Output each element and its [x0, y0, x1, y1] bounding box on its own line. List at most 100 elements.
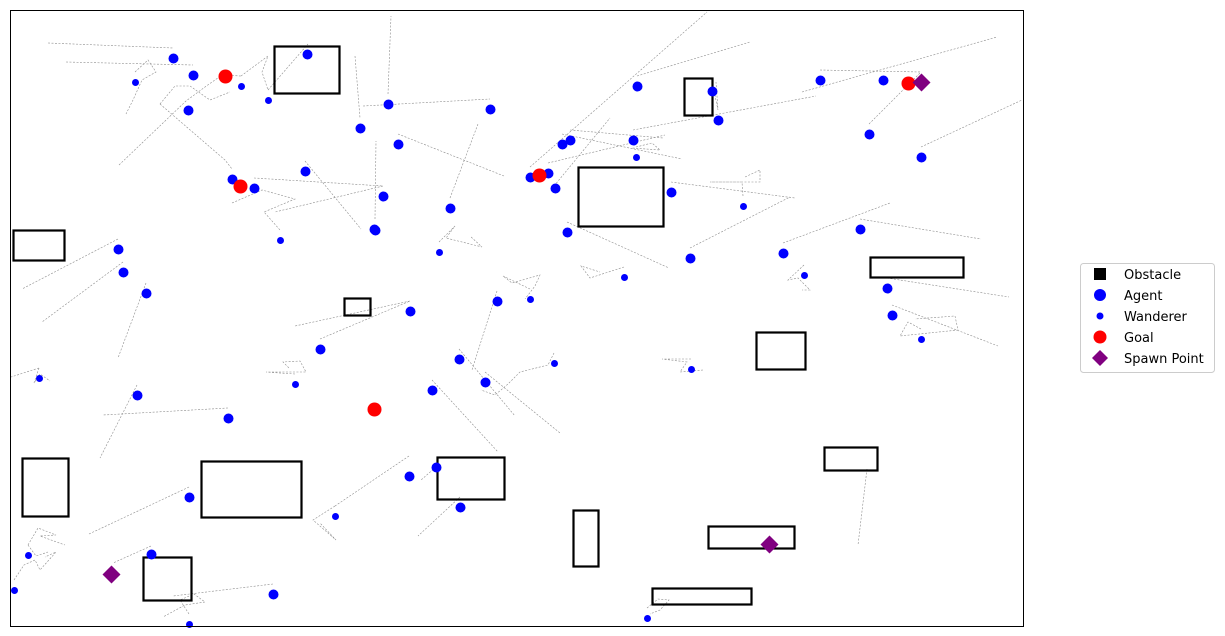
agent-point [132, 390, 143, 401]
agent-marker-icon [1094, 289, 1106, 301]
obstacle [651, 587, 753, 606]
legend-label-obstacle: Obstacle [1124, 268, 1181, 283]
agent-point [445, 203, 456, 214]
agent-point [550, 183, 561, 194]
agent-point [492, 296, 503, 307]
wanderers [11, 79, 925, 628]
agent-point [113, 244, 124, 255]
spawn-points [102, 73, 931, 584]
goals [218, 69, 916, 417]
wanderer-marker-icon [1096, 312, 1104, 320]
wanderer-point [132, 79, 139, 86]
goal-point [901, 76, 916, 91]
legend-label-wanderer: Wanderer [1124, 310, 1188, 325]
agent-point [184, 492, 195, 503]
legend-label-goal: Goal [1124, 331, 1154, 346]
agent-point [480, 377, 491, 388]
goal-point [367, 402, 382, 417]
agent-point [302, 49, 313, 60]
legend-obstacle: Obstacle [1094, 268, 1181, 283]
wanderer-point [644, 615, 651, 622]
agent-point [685, 253, 696, 264]
wanderer-point [527, 296, 534, 303]
obstacle [200, 460, 303, 519]
agent-point [300, 166, 311, 177]
agent-point [168, 53, 179, 64]
spawn-diamond-icon [1092, 350, 1108, 366]
wanderer-point [918, 336, 925, 343]
legend-wanderer: Wanderer [1096, 310, 1188, 325]
goal-marker-icon [1093, 330, 1107, 344]
agent-point [268, 589, 279, 600]
wanderer-point [36, 375, 43, 382]
agent-point [188, 70, 199, 81]
goal-point [532, 168, 547, 183]
agent-point [378, 191, 389, 202]
wanderer-point [292, 381, 299, 388]
agent-point [223, 413, 234, 424]
plot-frame [10, 10, 1024, 627]
agent-point [713, 115, 724, 126]
wanderer-point [238, 83, 245, 90]
agents [113, 49, 927, 600]
wanderer-point [551, 360, 558, 367]
obstacle [12, 229, 66, 262]
goal-point [233, 179, 248, 194]
obstacle [142, 556, 193, 602]
obstacle [869, 256, 965, 279]
agent-point [778, 248, 789, 259]
wanderer-point [11, 587, 18, 594]
agent-point [355, 123, 366, 134]
agent-point [666, 187, 677, 198]
goal-point [218, 69, 233, 84]
agent-point [393, 139, 404, 150]
agent-point [454, 354, 465, 365]
wanderer-point [332, 513, 339, 520]
agent-point [485, 104, 496, 115]
obstacle [436, 456, 506, 501]
agent-point [864, 129, 875, 140]
wanderer-point [277, 237, 284, 244]
agent-point [632, 81, 643, 92]
legend-label-agent: Agent [1124, 289, 1162, 304]
agent-point [855, 224, 866, 235]
legend: Obstacle Agent Wanderer Goal Spawn Point [1080, 263, 1215, 373]
agent-point [405, 306, 416, 317]
obstacle [683, 77, 714, 117]
legend-agent: Agent [1094, 289, 1162, 304]
agent-point [878, 75, 889, 86]
trail-lines [10, 11, 1023, 618]
obstacle [823, 446, 879, 472]
agent-point [815, 75, 826, 86]
spawn-point [912, 73, 931, 92]
agent-point [916, 152, 927, 163]
spawn-point [760, 535, 779, 554]
wanderer-point [265, 97, 272, 104]
obstacle [577, 166, 665, 228]
obstacle [21, 457, 70, 518]
legend-box [1080, 263, 1215, 373]
agent-point [227, 174, 238, 185]
agent-point [118, 267, 129, 278]
agent-point [315, 344, 326, 355]
wanderer-point [436, 249, 443, 256]
agent-point [887, 310, 898, 321]
agent-point [562, 227, 573, 238]
agent-point [183, 105, 194, 116]
agent-point [557, 139, 568, 150]
agent-point [565, 135, 576, 146]
agent-point [707, 86, 718, 97]
agent-point [146, 549, 157, 560]
legend-goal: Goal [1093, 330, 1154, 346]
agent-point [383, 99, 394, 110]
agent-point [249, 183, 260, 194]
agent-point [404, 471, 415, 482]
agent-point [141, 288, 152, 299]
agent-point [427, 385, 438, 396]
wanderer-point [633, 154, 640, 161]
obstacle [343, 297, 372, 317]
legend-label-spawn-point: Spawn Point [1124, 352, 1204, 367]
legend-spawn-point: Spawn Point [1092, 350, 1204, 367]
wanderer-point [25, 552, 32, 559]
